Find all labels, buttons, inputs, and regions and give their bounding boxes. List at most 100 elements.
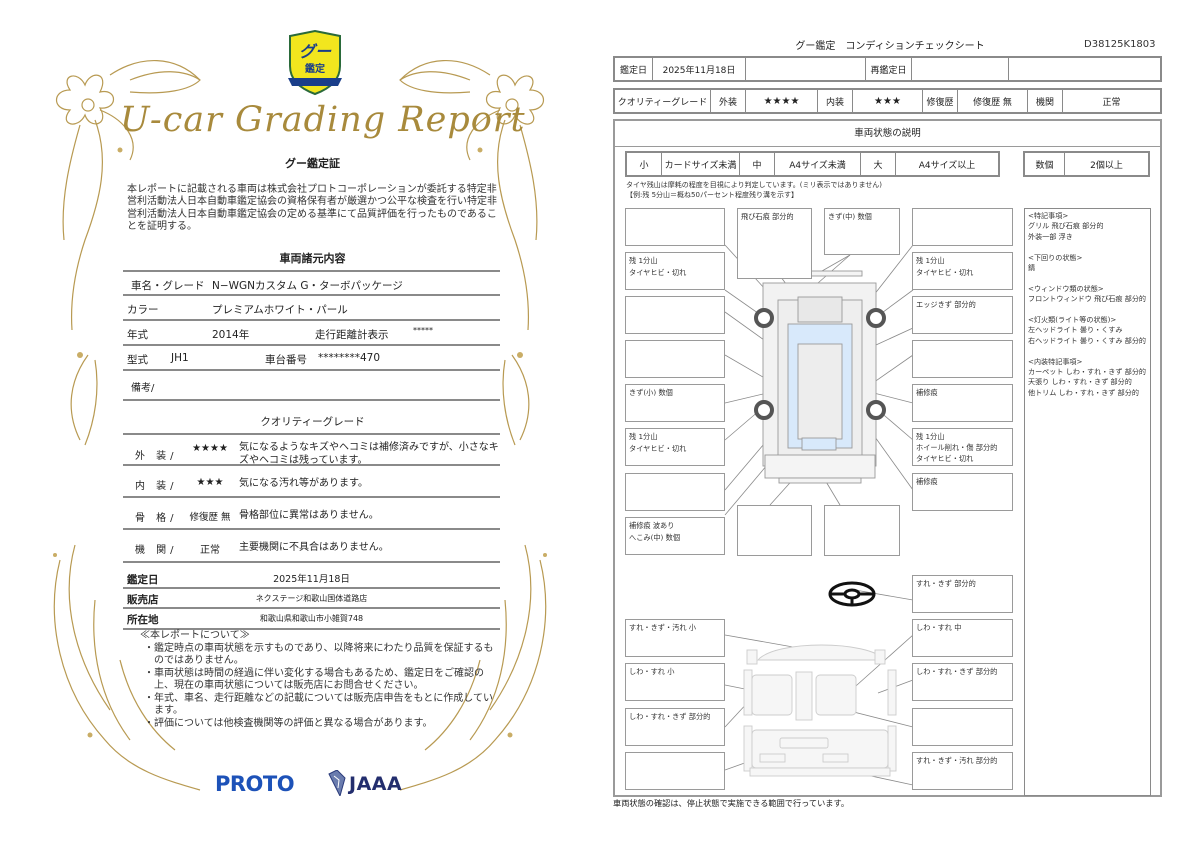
grade-frame-label: 骨 格/ [135, 513, 178, 524]
spec-year-value: 2014年 [212, 329, 250, 341]
grading-certificate: グー 鑑定 U-car Grading Report グー鑑定証 本レポートに記… [53, 30, 547, 800]
appraisal-date-row: 鑑定日 2025年11月18日 再鑑定日 [613, 56, 1162, 82]
report-notes: ≪本レポートについて≫ ・鑑定時点の車両状態を示すものであり、以降将来にわたり品… [140, 630, 495, 730]
grade-interior-desc: 気になる汚れ等があります。 [239, 478, 368, 489]
remarks-title: <下回りの状態> [1028, 252, 1083, 262]
legend-medium-key: 中 [740, 153, 775, 175]
condition-box-passenger-seat: しわ・すれ 小 [625, 663, 725, 701]
sponsor-logos: PROTO JAAA [215, 770, 415, 800]
spec-row-color: カラー プレミアムホワイト・パール [123, 296, 500, 321]
remarks-line: カーペット しわ・すれ・きず 部分的 [1028, 367, 1147, 377]
special-remarks-panel: <特記事項> グリル 飛び石痕 部分的 外装一部 浮き <下回りの状態> 錆 <… [1024, 208, 1151, 796]
remarks-section: <特記事項> グリル 飛び石痕 部分的 外装一部 浮き [1028, 211, 1147, 242]
proto-logo: PROTO [215, 772, 295, 796]
tire-note: タイヤ残山は摩耗の程度を目視により判定しています。(ミリ表示ではありません) [626, 181, 882, 189]
condition-box-dashboard: すれ・きず・汚れ 小 [625, 619, 725, 657]
info-address-value: 和歌山県和歌山市小雑賀748 [259, 614, 364, 623]
grade-row-interior: 内 装/ ★★★ 気になる汚れ等があります。 [123, 466, 500, 498]
grade-exterior-label: 外 装/ [135, 451, 178, 462]
spec-row-year: 年式 2014年 走行距離計表示 ***** [123, 321, 500, 346]
date-blank-2 [1009, 58, 1160, 80]
condition-box-right-rear-door: 補修痕 [912, 384, 1013, 422]
legend-large-key: 大 [861, 153, 896, 175]
grade-heading: クオリティーグレード [260, 416, 365, 428]
grade-frame-desc: 骨格部位に異常はありません。 [239, 510, 379, 521]
count-legend: 数個 2個以上 [1023, 151, 1150, 177]
legend-large-value: A4サイズ以上 [918, 160, 976, 171]
condition-box-front-bumper: きず(中) 数個 [824, 208, 900, 255]
date-value: 2025年11月18日 [653, 58, 746, 80]
legend-count-value: 2個以上 [1090, 160, 1123, 171]
grade-exterior-desc: 気になるようなキズやヘコミは補修済みですが、小さなキズやヘコミは残っています。 [239, 442, 499, 466]
info-date-label: 鑑定日 [127, 574, 159, 586]
legend-small-value: カードサイズ未満 [662, 153, 740, 175]
spec-row-name: 車名・グレード N−WGNカスタム G・ターボパッケージ [123, 270, 500, 296]
sheet-id: D38125K1803 [1084, 39, 1156, 50]
grade-row-engine: 機 関/ 正常 主要機関に不具合はありません。 [123, 530, 500, 563]
exterior-label: 外装 [711, 90, 746, 112]
info-address-label: 所在地 [127, 614, 159, 626]
condition-box-console [912, 708, 1013, 746]
quality-grade-row: クオリティーグレード 外装 ★★★★ 内装 ★★★ 修復歴 修復歴 無 機関 正… [613, 88, 1162, 114]
condition-box-right-front-door [912, 340, 1013, 378]
grade-row-label: クオリティーグレード [615, 90, 711, 112]
condition-box-steering: すれ・きず 部分的 [912, 575, 1013, 613]
condition-box-rear-bumper [824, 505, 900, 556]
grade-exterior-stars: ★★★★ [192, 443, 228, 454]
note-item: ・年式、車名、走行距離などの記載については販売店申告をもとに作成しています。 [144, 692, 493, 717]
grade-row-exterior: 外 装/ ★★★★ 気になるようなキズやヘコミは補修済みですが、小さなキズやヘコ… [123, 433, 500, 466]
condition-box-hood: 飛び石痕 部分的 [737, 208, 812, 279]
condition-box-rear-seat [625, 752, 725, 790]
grade-row-frame: 骨 格/ 修復歴 無 骨格部位に異常はありません。 [123, 498, 500, 530]
goo-kantei-badge-icon [288, 30, 342, 96]
remarks-line: 外装一部 浮き [1028, 231, 1073, 241]
grade-engine-desc: 主要機関に不具合はありません。 [239, 542, 389, 553]
remarks-line: 左ヘッドライト 曇り・くすみ [1028, 325, 1123, 335]
info-row-address: 所在地 和歌山県和歌山市小雑賀748 [123, 609, 500, 630]
condition-box-rear-gate [737, 505, 812, 556]
remarks-line: 他トリム しわ・すれ・きず 部分的 [1028, 387, 1139, 397]
note-item: ・車両状態は時間の経過に伴い変化する場合もあるため、鑑定日をご確認の上、現在の車… [144, 667, 484, 692]
condition-box-rear-left-tire: 残 1分山 タイヤヒビ・切れ [625, 428, 725, 466]
remarks-line: 錆 [1028, 263, 1036, 273]
condition-box-rear-left: 補修痕 波あり へこみ(中) 数個 [625, 517, 725, 555]
interior-label: 内装 [818, 90, 853, 112]
jaaa-logo: JAAA [349, 773, 403, 795]
badge-text-top: グー [298, 42, 331, 61]
jaaa-emblem-icon [328, 770, 346, 796]
engine-value: 正常 [1102, 97, 1121, 108]
condition-check-sheet: グー鑑定 コンディションチェックシート D38125K1803 鑑定日 2025… [600, 0, 1200, 848]
remarks-line: フロントウィンドウ 飛び石痕 部分的 [1028, 294, 1147, 304]
size-legend: 小 カードサイズ未満 中 A4サイズ未満 大 A4サイズ以上 [625, 151, 1000, 177]
info-row-date: 鑑定日 2025年11月18日 [123, 569, 500, 589]
remarks-title: <灯火類(ライト等の状態)> [1028, 315, 1117, 325]
spec-color-value: プレミアムホワイト・パール [212, 304, 348, 316]
repair-history-label: 修復歴 [923, 90, 958, 112]
footer-note: 車両状態の確認は、停止状態で実施できる範囲で行っています。 [613, 798, 850, 808]
remarks-title: <内装特記事項> [1028, 356, 1083, 366]
remarks-section: <ウィンドウ類の状態> フロントウィンドウ 飛び石痕 部分的 [1028, 284, 1147, 305]
certificate-body: 本レポートに記載される車両は株式会社プロトコーポレーションが委託する特定非営利活… [127, 184, 497, 233]
spec-chassis-value: ********470 [318, 352, 381, 364]
grade-interior-label: 内 装/ [135, 481, 178, 492]
interior-stars: ★★★ [853, 90, 923, 112]
condition-box-left-fender [625, 296, 725, 334]
remarks-section: <内装特記事項> カーペット しわ・すれ・きず 部分的 天張り しわ・すれ・きず… [1028, 357, 1147, 399]
notes-title: ≪本レポートについて≫ [140, 630, 250, 641]
spec-mileage-label: 走行距離計表示 [315, 329, 389, 341]
condition-box-left-trim: しわ・すれ・きず 部分的 [625, 708, 725, 746]
date-blank [746, 58, 866, 80]
info-shop-value: ネクステージ和歌山国体道路店 [255, 594, 368, 603]
info-date-value: 2025年11月18日 [273, 574, 350, 585]
quality-grade-table: 外 装/ ★★★★ 気になるようなキズやヘコミは補修済みですが、小さなキズやヘコ… [123, 433, 500, 563]
specs-heading: 車両諸元内容 [279, 252, 346, 265]
vehicle-specs-table: 車名・グレード N−WGNカスタム G・ターボパッケージ カラー プレミアムホワ… [123, 270, 500, 401]
spec-row-remarks: 備考/ [123, 371, 500, 401]
spec-color-label: カラー [127, 304, 159, 316]
condition-box-carpet: すれ・きず・汚れ 部分的 [912, 752, 1013, 790]
tire-note-example: 【例:残 5分山＝概ね50パーセント程度残り溝を示す】 [626, 191, 798, 199]
remarks-section: <灯火類(ライト等の状態)> 左ヘッドライト 曇り・くすみ 右ヘッドライト 曇り… [1028, 315, 1147, 346]
condition-box-left-front-door [625, 340, 725, 378]
note-item: ・評価については他検査機関等の評価と異なる場合があります。 [144, 717, 433, 729]
grade-engine-label: 機 関/ [135, 545, 178, 556]
